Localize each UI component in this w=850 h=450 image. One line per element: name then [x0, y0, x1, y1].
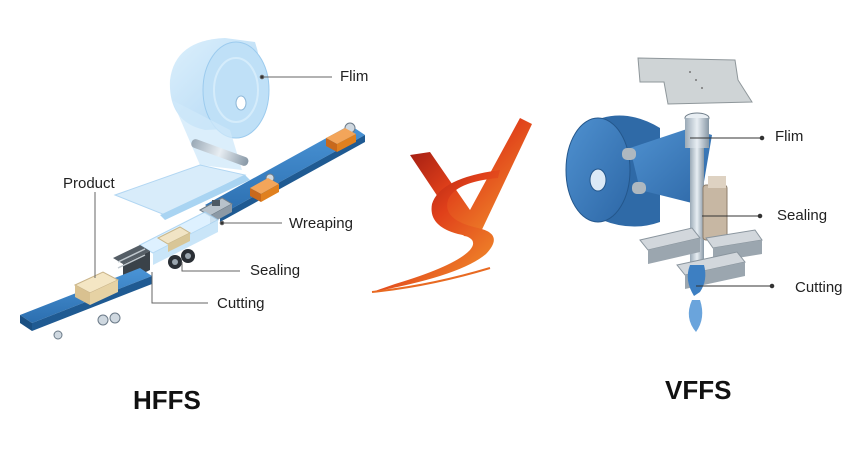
- film-web: [113, 100, 250, 220]
- hffs-label-film: Flim: [340, 68, 369, 85]
- hffs-label-product: Product: [63, 175, 115, 192]
- sealing-rollers: [168, 249, 195, 269]
- hffs-title: HFFS: [133, 385, 201, 415]
- film-roll: [169, 38, 270, 139]
- vffs-title: VFFS: [665, 375, 732, 405]
- wrapped-package-1: [326, 128, 356, 152]
- product-hopper: [637, 57, 753, 105]
- vffs-leader-lines: [690, 135, 775, 289]
- hffs-label-wrapping: Wreaping: [289, 215, 353, 232]
- hffs-label-cutting: Cutting: [217, 295, 265, 312]
- hffs-leader-lines: [94, 74, 332, 304]
- formed-bag: [687, 265, 706, 332]
- hffs-label-sealing: Sealing: [250, 262, 301, 279]
- vffs-label-cutting: Cutting: [795, 279, 843, 296]
- product-block: [73, 271, 120, 305]
- vertical-sealer: [702, 176, 728, 241]
- vffs-label-sealing: Sealing: [777, 207, 828, 224]
- wrapped-package-2: [250, 178, 279, 202]
- film-tube: [138, 211, 220, 265]
- conveyor-belt-upper: [205, 122, 365, 222]
- vffs-label-film: Flim: [775, 128, 804, 145]
